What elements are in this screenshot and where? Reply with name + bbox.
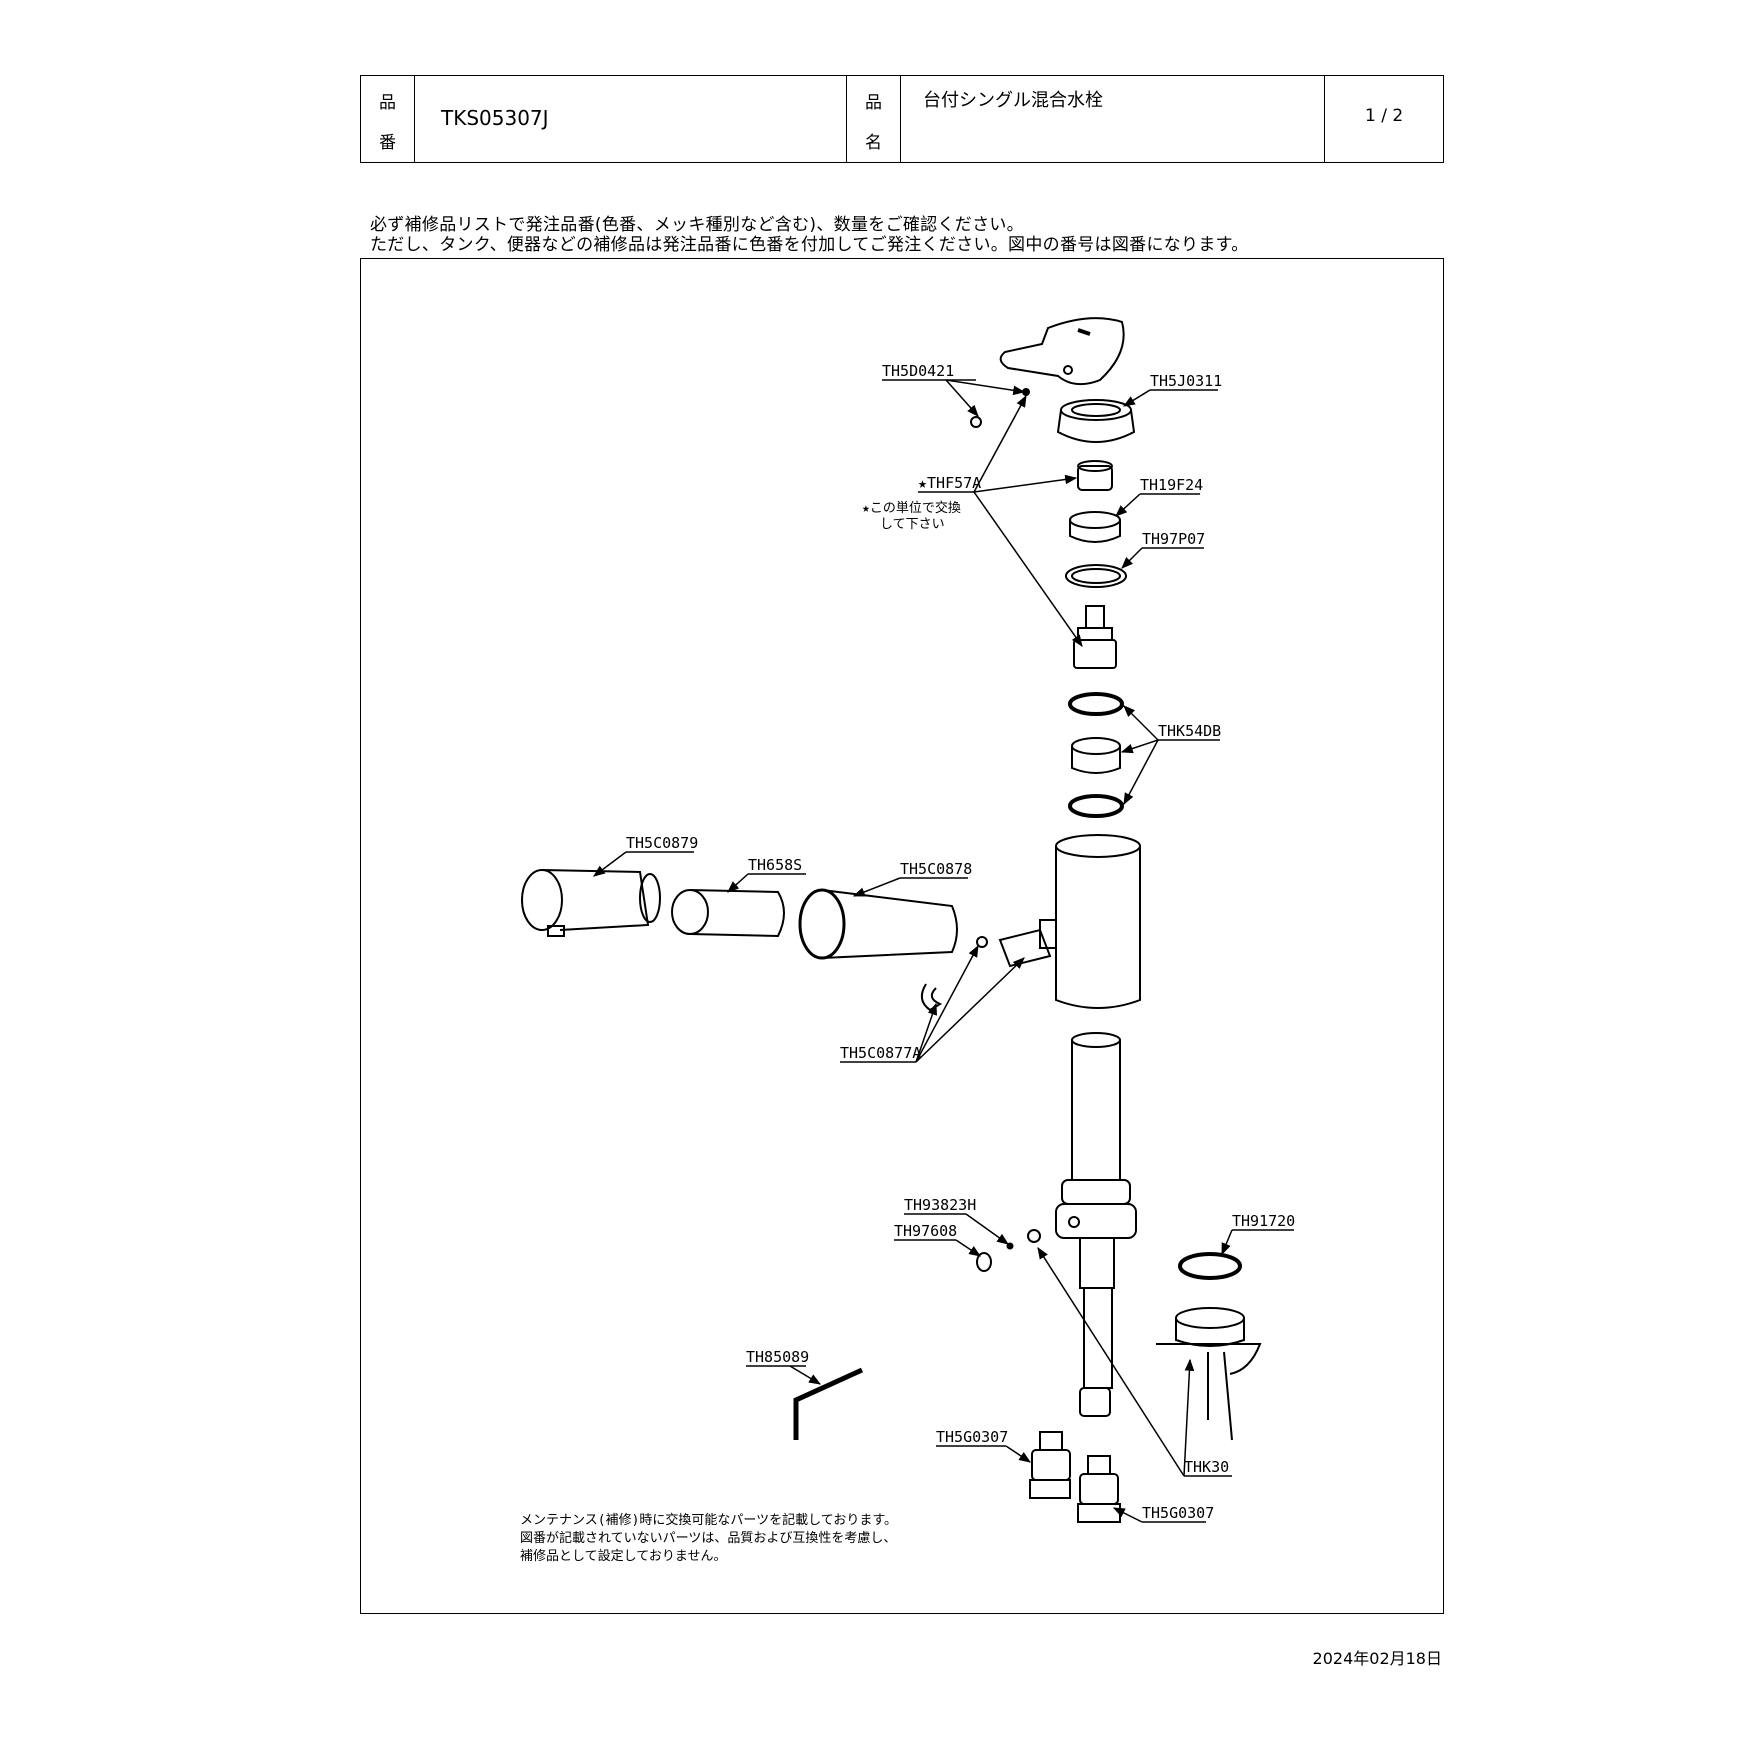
washer-th91720 — [1178, 1252, 1242, 1280]
hinmei-label-1: 品 — [865, 93, 882, 113]
hinmei-value-cell: 台付シングル混合水栓 — [901, 76, 1325, 162]
page-number: 1 / 2 — [1365, 106, 1404, 126]
page-cell: 1 / 2 — [1325, 76, 1443, 162]
label-th85089: TH85089 — [746, 1348, 809, 1366]
hinmei-label-cell: 品 名 — [847, 76, 901, 162]
hinban-label-1: 品 — [379, 93, 396, 113]
label-th5c0877a: TH5C0877A — [840, 1044, 921, 1062]
fixing-thk30 — [1156, 1307, 1262, 1441]
spout-th5c0879 — [521, 869, 661, 937]
faucet-body — [1039, 834, 1141, 1009]
hex-key-th85089 — [793, 1367, 864, 1440]
packing-set-thk54db — [1068, 692, 1124, 818]
label-th5g0307-right: TH5G0307 — [1142, 1504, 1214, 1522]
footer-date: 2024年02月18日 — [1312, 1649, 1442, 1668]
clip-th5c0877a — [920, 983, 943, 1012]
label-th19f24: TH19F24 — [1140, 476, 1203, 494]
label-unit-note-2: して下さい — [880, 517, 945, 532]
label-th5g0307-left: TH5G0307 — [936, 1428, 1008, 1446]
cover-cap — [1056, 399, 1136, 443]
lever-handle — [999, 317, 1125, 386]
connector — [976, 928, 1052, 968]
label-th5c0879: TH5C0879 — [626, 834, 698, 852]
screw-th97608 — [976, 1229, 1041, 1272]
fitting-th5g0307-left — [1029, 1431, 1071, 1499]
label-th658s: TH658S — [748, 856, 802, 874]
hinban-value-cell: TKS05307J — [415, 76, 847, 162]
notice-line-2: ただし、タンク、便器などの補修品は発注品番に色番を付加してご発注ください。図中の… — [370, 235, 1249, 255]
label-unit-note-1: ★この単位で交換 — [862, 500, 961, 516]
label-thf57a: ★THF57A — [918, 474, 981, 492]
hinmei-label-2: 名 — [865, 133, 882, 153]
label-th5j0311: TH5J0311 — [1150, 372, 1222, 390]
ring-th97p07 — [1065, 564, 1127, 588]
leader-lines — [593, 379, 1294, 1523]
hinban-label-cell: 品 番 — [361, 76, 415, 162]
notice-line-1: 必ず補修品リストで発注品番(色番、メッキ種別など含む)、数量をご確認ください。 — [370, 215, 1024, 235]
set-screw — [970, 416, 982, 428]
label-th97608: TH97608 — [894, 1222, 957, 1240]
label-th97p07: TH97P07 — [1142, 530, 1205, 548]
label-th5d0421: TH5D0421 — [882, 362, 954, 380]
label-th91720: TH91720 — [1232, 1212, 1295, 1230]
product-name: 台付シングル混合水栓 — [923, 90, 1103, 111]
label-thk30: THK30 — [1184, 1458, 1229, 1476]
hose-th658s — [671, 889, 785, 938]
pipe-th5c0878 — [798, 888, 958, 960]
diagram-frame — [360, 258, 1444, 1614]
label-thk54db: THK54DB — [1158, 722, 1221, 740]
nut-th19f24 — [1069, 511, 1121, 543]
hinban-label-2: 番 — [379, 133, 396, 153]
label-th5c0878: TH5C0878 — [900, 860, 972, 878]
maintenance-note-1: メンテナンス(補修)時に交換可能なパーツを記載しております。 — [520, 1512, 897, 1528]
label-th93823h: TH93823H — [904, 1196, 976, 1214]
lower-body — [1055, 1032, 1137, 1417]
maintenance-note-3: 補修品として設定しておりません。 — [520, 1548, 726, 1564]
fitting-th5g0307-right — [1077, 1455, 1121, 1523]
product-code: TKS05307J — [441, 106, 549, 130]
nut-thf57a — [1077, 460, 1113, 491]
cartridge — [1073, 605, 1117, 669]
title-block: 品 番 TKS05307J 品 名 台付シングル混合水栓 1 / 2 — [360, 75, 1444, 163]
maintenance-note-2: 図番が記載されていないパーツは、品質および互換性を考慮し、 — [520, 1530, 896, 1546]
